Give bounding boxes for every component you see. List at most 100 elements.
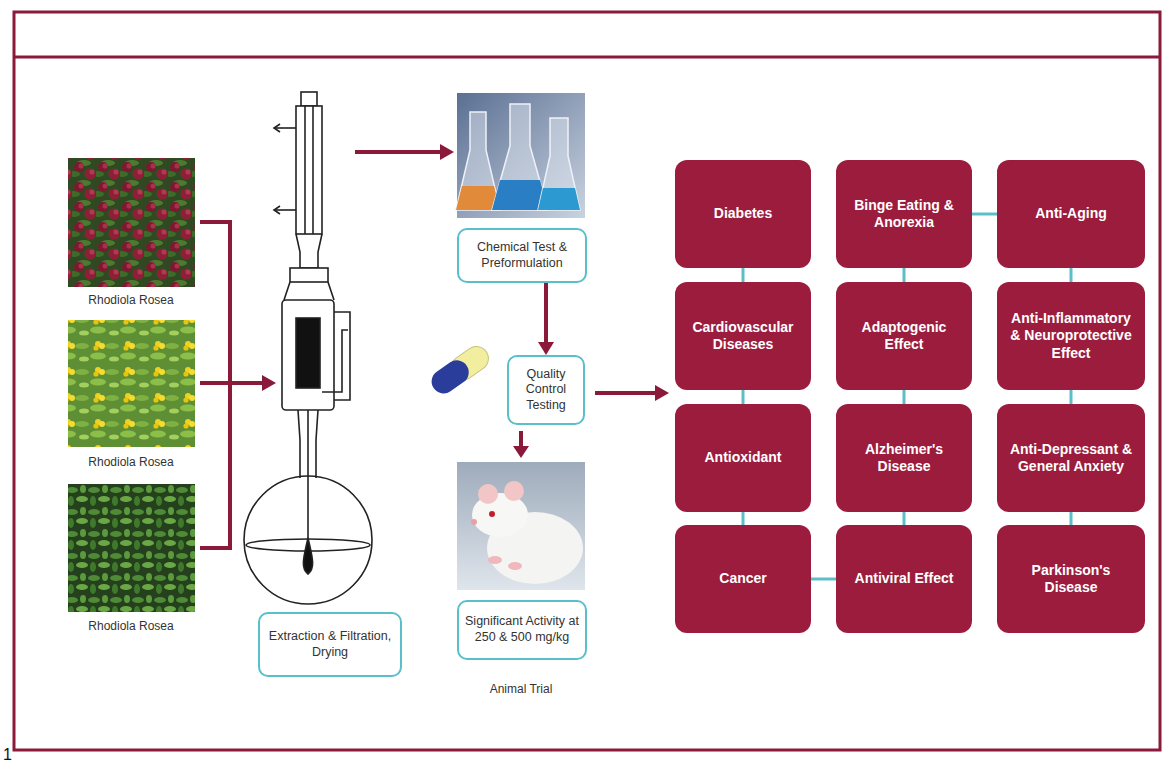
soxhlet-apparatus xyxy=(282,300,334,410)
connector-line xyxy=(903,390,906,404)
plant-photo xyxy=(68,158,195,612)
box-text: Cancer xyxy=(719,570,766,588)
box-text: Anti-Inflammatory & Neuroprotective Effe… xyxy=(1006,310,1136,363)
link-line xyxy=(972,214,997,215)
capsule-icon xyxy=(427,356,474,399)
rat-photo xyxy=(457,462,585,590)
link-line xyxy=(743,268,744,282)
rat-photo xyxy=(489,511,495,517)
connector-line xyxy=(903,268,906,282)
link-line xyxy=(1071,268,1072,282)
box-text: Significant Activity at 250 & 500 mg/kg xyxy=(465,614,579,645)
effect-box: Anti-Depressant & General Anxiety xyxy=(997,404,1145,512)
rat-photo xyxy=(508,562,522,570)
lab-photo xyxy=(538,118,580,210)
connector-line xyxy=(544,283,548,343)
flow-arrow xyxy=(655,385,669,401)
figure-number: 1 xyxy=(3,745,12,764)
soxhlet-apparatus xyxy=(296,234,322,268)
box-text: Cardiovascular Diseases xyxy=(684,319,802,354)
connector-line xyxy=(742,390,745,404)
effect-box: Anti-Aging xyxy=(997,160,1145,268)
caption-label: Rhodiola Rosea xyxy=(88,619,173,633)
soxhlet-apparatus xyxy=(303,538,312,574)
soxhlet-apparatus xyxy=(274,127,296,129)
page-frame xyxy=(14,12,1160,750)
box-text: Alzheimer's Disease xyxy=(845,441,963,476)
box-text: Diabetes xyxy=(714,205,772,223)
connector-line xyxy=(1070,390,1073,404)
lab-photo xyxy=(457,93,585,218)
plant-photo xyxy=(68,320,195,447)
connector-line xyxy=(742,512,745,525)
link-line xyxy=(1071,512,1072,525)
soxhlet-apparatus xyxy=(307,410,309,540)
soxhlet-apparatus xyxy=(322,330,348,392)
lab-photo xyxy=(538,188,580,210)
flow-arrow xyxy=(440,144,454,160)
soxhlet-apparatus xyxy=(284,282,334,300)
connector-line xyxy=(811,578,836,581)
page-frame xyxy=(14,12,1160,750)
effect-box: Binge Eating & Anorexia xyxy=(836,160,972,268)
lab-photo xyxy=(456,93,585,218)
rat-photo xyxy=(457,462,585,590)
flow-arrow xyxy=(538,283,554,355)
box-text: Extraction & Filtration, Drying xyxy=(266,629,394,660)
process-box: Quality Control Testing xyxy=(507,355,585,425)
flow-arrow xyxy=(595,391,655,395)
page-frame xyxy=(14,56,1160,59)
effect-box: Cardiovascular Diseases xyxy=(675,282,811,390)
rat-photo xyxy=(478,484,498,504)
capsule-icon xyxy=(427,342,493,398)
process-box: Extraction & Filtration, Drying xyxy=(258,612,402,677)
box-text: Anti-Depressant & General Anxiety xyxy=(1006,441,1136,476)
box-text: Antiviral Effect xyxy=(855,570,954,588)
connector-line xyxy=(903,512,906,525)
caption-label: Animal Trial xyxy=(490,682,553,696)
effect-box: Antiviral Effect xyxy=(836,525,972,633)
link-line xyxy=(743,390,744,404)
link-line xyxy=(811,579,836,580)
process-box: Significant Activity at 250 & 500 mg/kg xyxy=(457,600,587,660)
soxhlet-apparatus xyxy=(274,206,280,214)
link-line xyxy=(904,268,905,282)
arrow-head xyxy=(538,342,554,355)
bracket xyxy=(200,222,262,548)
flow-arrow xyxy=(355,144,669,458)
box-text: Chemical Test & Preformulation xyxy=(465,240,579,271)
connector-line xyxy=(742,268,745,282)
link-line xyxy=(904,512,905,525)
soxhlet-apparatus xyxy=(296,106,322,234)
lab-photo xyxy=(456,112,500,210)
soxhlet-apparatus xyxy=(301,92,317,106)
soxhlet-apparatus xyxy=(274,124,280,132)
caption-label: Rhodiola Rosea xyxy=(88,293,173,307)
flow-arrow xyxy=(519,431,523,446)
box-text: Quality Control Testing xyxy=(515,367,577,414)
box-text: Parkinson's Disease xyxy=(1006,562,1136,597)
soxhlet-apparatus xyxy=(244,476,372,604)
caption-label: Rhodiola Rosea xyxy=(88,455,173,469)
lab-photo xyxy=(492,104,548,210)
arrow-head xyxy=(262,375,276,391)
soxhlet-apparatus xyxy=(274,209,296,211)
box-text: Adaptogenic Effect xyxy=(845,319,963,354)
link-line xyxy=(743,512,744,525)
process-box: Chemical Test & Preformulation xyxy=(457,228,587,283)
soxhlet-apparatus xyxy=(304,106,306,234)
effect-box: Cancer xyxy=(675,525,811,633)
link-line xyxy=(1071,390,1072,404)
effect-box: Parkinson's Disease xyxy=(997,525,1145,633)
effect-box: Antioxidant xyxy=(675,404,811,512)
effect-box: Anti-Inflammatory & Neuroprotective Effe… xyxy=(997,282,1145,390)
box-text: Binge Eating & Anorexia xyxy=(845,197,963,232)
plant-photo xyxy=(68,484,195,612)
plant-photo xyxy=(68,158,195,287)
effect-box: Adaptogenic Effect xyxy=(836,282,972,390)
rat-photo xyxy=(488,556,502,564)
connector-line xyxy=(1070,512,1073,525)
connector-line xyxy=(972,213,997,216)
